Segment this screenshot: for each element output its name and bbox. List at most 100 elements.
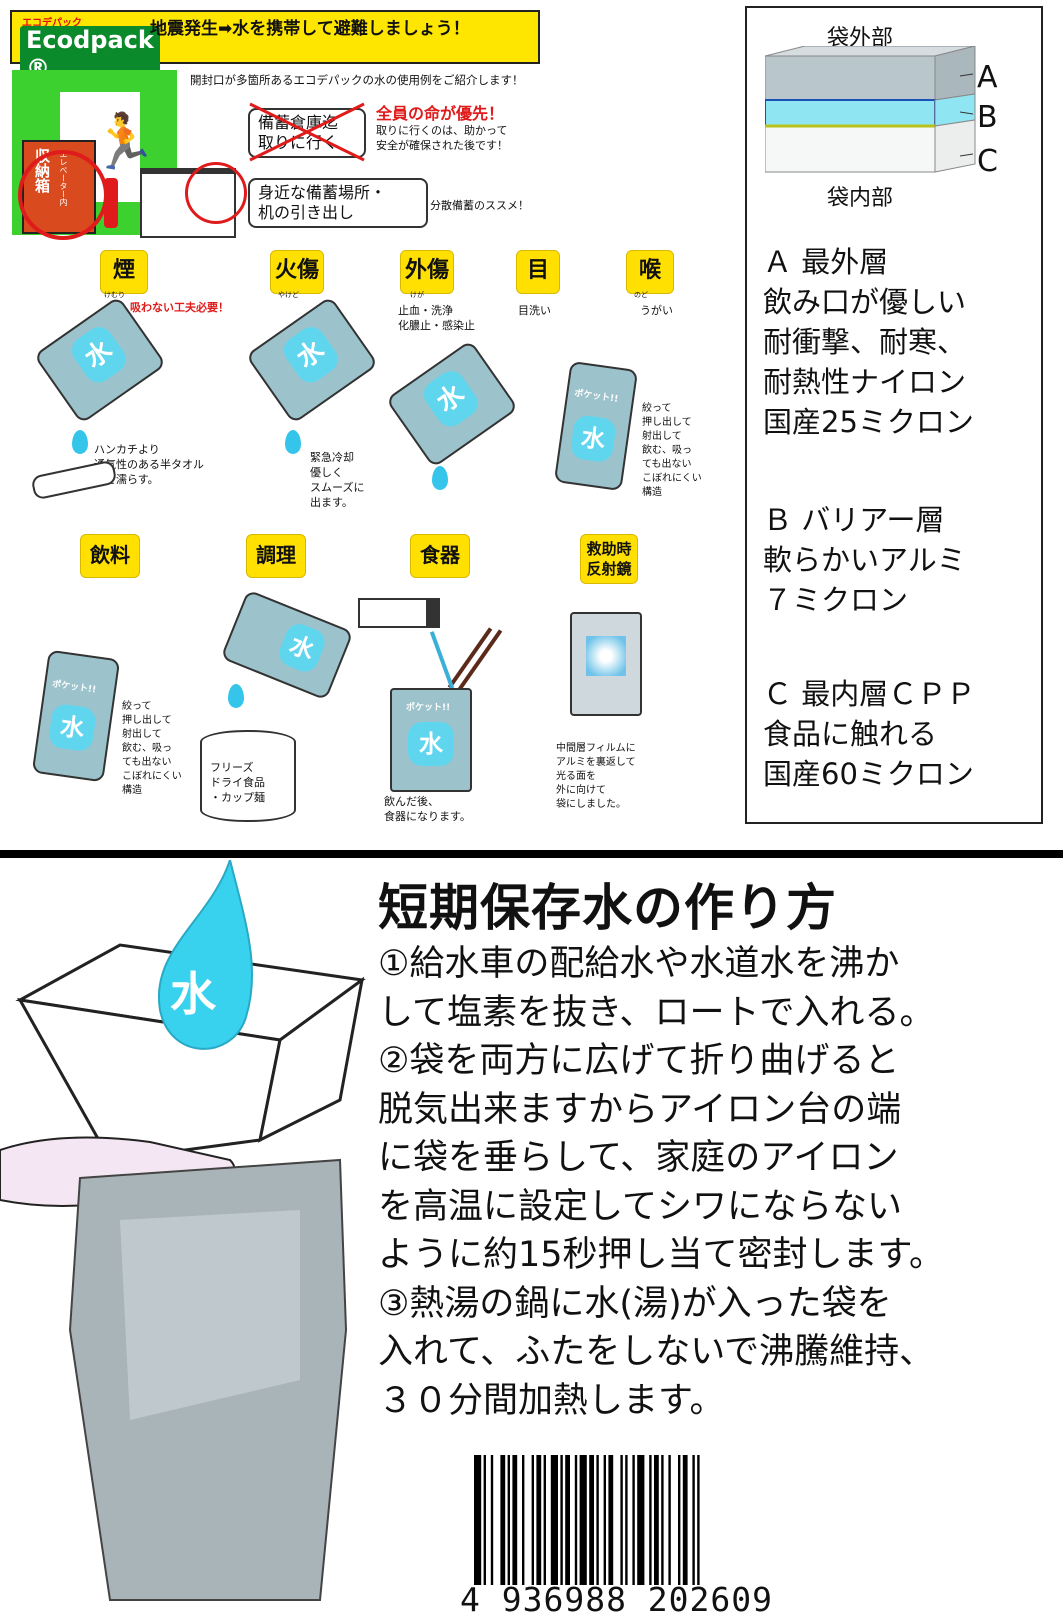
pouch-water-label: 水 [278,321,344,388]
instruction-steps: ①給水車の配給水や水道水を沸か して塩素を抜き、ロートで入れる。 ②袋を両方に広… [378,944,945,1421]
reflector-note: 中間層フィルムに アルミを裏返して 光る面を 外に向けて 袋にしました。 [556,743,636,810]
pouch-water-label: 水 [47,702,98,753]
layer-b-band [765,99,936,127]
barcode-bar [512,1455,518,1585]
barcode-bar [565,1455,570,1585]
water-drop-icon [432,466,448,490]
barcode-bar [620,1455,623,1585]
brand-logo: エコデパック Ecodpack ® [16,14,160,82]
barcode-bar [543,1455,546,1585]
barcode-bar [596,1455,599,1585]
straw-icon [429,631,455,689]
pouch-water-label: 水 [569,414,618,464]
cross-out-icon [249,102,365,162]
throat-note: 絞って 押し出して 射出して 飲む、吸っ ても出ない こぼれにくい 構造 [642,403,702,498]
barcode-bar [625,1455,628,1585]
tag-drink: 飲料 [80,534,140,578]
pouch-icon: 水 [33,295,167,425]
chopsticks-icon [447,627,493,689]
barcode-bar [682,1455,688,1585]
tag-burn-ruby: やけど [278,291,299,299]
pouch-water-label: 水 [275,619,329,676]
section-divider [0,850,1063,858]
layer-label-b: B [977,100,998,135]
prohibition-circle-icon [18,150,108,240]
desk-highlight-circle-icon [185,162,247,224]
pouch-icon: ポケット!! 水 [31,649,121,783]
barcode-bar [692,1455,695,1585]
cut-pouch-cup-icon: ポケット!! 水 [390,688,472,792]
smoke-title-note: 吸わない工夫必要！ [130,301,229,314]
layer-diagram [765,46,976,173]
bag-inside-label: 袋内部 [827,186,894,211]
pouch-brand: ポケット!! [406,703,451,713]
tag-wound-ruby: けが [410,291,424,299]
cap-icon [358,598,440,628]
barcode-bar [632,1455,635,1585]
drink-note: 絞って 押し出して 射出して 飲む、吸っ ても出ない こぼれにくい 構造 [122,701,182,796]
barcode-bar [522,1455,525,1585]
wound-title-note: 止血・洗浄 化膿止・感染止 [398,304,475,332]
layer-label-a: A [977,60,998,95]
barcode-bar [474,1455,482,1585]
water-drop-icon [228,684,244,708]
barcode-bar [560,1455,563,1585]
barcode-bar [550,1455,558,1585]
barcode-bar [678,1455,681,1585]
pouch-water-label: 水 [418,365,484,432]
tag-burn: 火傷 [270,250,324,294]
desk-note: 分散備蓄のススメ！ [430,199,529,212]
water-drop-icon [72,430,88,454]
barcode-bar [661,1455,664,1585]
priority-text: 全員の命が優先！ [376,104,505,123]
tag-throat: 喉 [626,250,674,294]
barcode-bar [608,1455,614,1585]
pouch-water-label: 水 [408,722,454,766]
logo-ruby: エコデパック [22,18,82,29]
barcode-bar [579,1455,587,1585]
barcode-bar [483,1455,486,1585]
headline: 地震発生➡水を携帯して避難しましょう！ [150,19,470,39]
tableware-note: 飲んだ後、 食器になります。 [384,795,471,823]
eye-title-note: 目洗い [518,304,551,317]
intro-text: 開封口が多箇所あるエコデパックの水の使用例をご紹介します！ [190,73,524,87]
page-title: 短期保存水の作り方 [378,879,837,937]
layer-structure-panel: 袋外部 A B C 袋内部 Ａ 最外層 飲み口が優しい 耐衝撃、耐寒、 耐熱性ナ… [745,6,1043,824]
barcode-bar [500,1455,506,1585]
drop-water-label: 水 [170,967,216,1021]
barcode-bar [589,1455,594,1585]
sparkle-icon [586,636,626,676]
cooking-note: フリーズ ドライ食品 ・カップ麺 [210,761,265,804]
barcode-digits: 4 936988 202609 [460,1580,774,1619]
barcode-bar [490,1455,494,1585]
layer-c-band [765,125,936,173]
pouch-icon: 水 [385,339,519,469]
funnel-illustration [0,860,366,1601]
tag-smoke: 煙 [100,250,148,294]
barcode-bar [507,1455,510,1585]
water-drop-icon [285,430,301,454]
barcode-bar [603,1455,606,1585]
barcode-bar [531,1455,534,1585]
pouch-icon: 水 [220,589,354,701]
cup-noodle-icon [200,730,296,822]
desk-box: 身近な備蓄場所・ 机の引き出し [248,178,428,228]
layer-a-description: Ａ 最外層 飲み口が優しい 耐衝撃、耐寒、 耐熱性ナイロン 国産25ミクロン [763,245,974,439]
barcode-bar [574,1455,578,1585]
layer-c-description: Ｃ 最内層ＣＰＰ 食品に触れる 国産60ミクロン [763,677,976,791]
pouch-icon: 水 [245,295,379,425]
burn-note: 緊急冷却 優しく スムーズに 出ます。 [310,451,365,509]
barcode-bar [654,1455,659,1585]
barcode [474,1455,700,1585]
layer-b-description: Ｂ バリアー層 軟らかいアルミ ７ミクロン [763,503,966,617]
barcode-bar [637,1455,645,1585]
fire-extinguisher-icon [104,178,118,228]
barcode-bar [536,1455,542,1585]
towel-icon [30,459,118,501]
barcode-bar [668,1455,671,1585]
tag-cooking: 調理 [246,534,306,578]
pouch-brand: ポケット!! [573,388,619,405]
layer-label-c: C [977,144,998,179]
pouch-icon: ポケット!! 水 [553,360,639,492]
throat-title-note: うがい [640,304,673,317]
